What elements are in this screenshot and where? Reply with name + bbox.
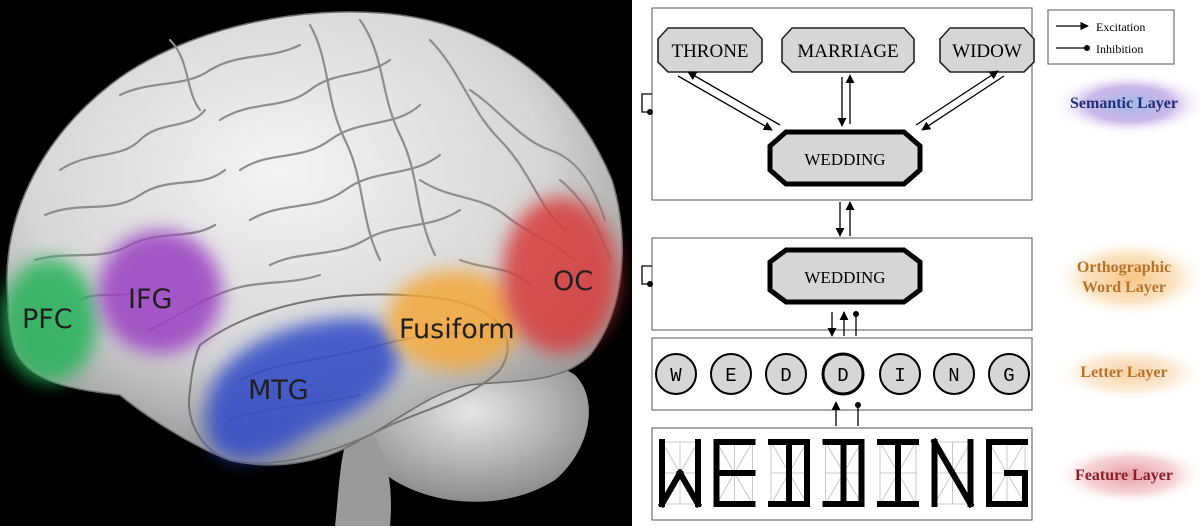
- letter-node-d1: D: [766, 354, 806, 394]
- svg-text:I: I: [894, 365, 905, 387]
- svg-text:E: E: [725, 365, 736, 387]
- region-label-pfc: PFC: [22, 304, 73, 335]
- iac-model-diagram: Excitation Inhibition THRONE MARRIAGE WI…: [632, 0, 1203, 526]
- region-label-fusiform: Fusiform: [399, 314, 515, 345]
- svg-text:WIDOW: WIDOW: [952, 41, 1022, 62]
- feature-glyph-d-3: [826, 442, 862, 504]
- orthographic-node-wedding: WEDDING: [770, 250, 920, 302]
- svg-text:N: N: [948, 365, 959, 387]
- svg-text:WEDDING: WEDDING: [804, 268, 885, 287]
- svg-text:THRONE: THRONE: [671, 41, 748, 62]
- feature-layer-label: Feature Layer: [1044, 466, 1203, 486]
- semantic-node-wedding: WEDDING: [770, 132, 920, 184]
- svg-text:D: D: [837, 365, 848, 387]
- feature-glyph-g-6: [989, 442, 1025, 504]
- letter-node-i: I: [880, 354, 920, 394]
- semantic-node-marriage: MARRIAGE: [782, 28, 914, 72]
- brain-illustration: PFC IFG MTG Fusiform OC: [0, 0, 632, 526]
- orthographic-layer-label: Orthographic Word Layer: [1044, 258, 1203, 298]
- svg-text:G: G: [1003, 365, 1014, 387]
- legend-inhibition-label: Inhibition: [1096, 42, 1143, 56]
- semantic-node-widow: WIDOW: [940, 28, 1034, 72]
- feature-glyphs: [662, 442, 1025, 504]
- letter-node-w: W: [656, 354, 696, 394]
- svg-text:W: W: [670, 365, 682, 387]
- letter-node-n: N: [934, 354, 974, 394]
- region-label-oc: OC: [553, 266, 593, 297]
- brain-svg: [0, 0, 632, 526]
- letter-node-e: E: [711, 354, 751, 394]
- region-label-mtg: MTG: [248, 375, 309, 406]
- feature-glyph-n-5: [935, 442, 971, 504]
- feature-glyph-i-4: [880, 442, 916, 504]
- legend-excitation-label: Excitation: [1096, 20, 1145, 34]
- letter-node-g: G: [989, 354, 1029, 394]
- semantic-node-throne: THRONE: [658, 28, 762, 72]
- letter-layer-label: Letter Layer: [1044, 363, 1203, 383]
- svg-text:WEDDING: WEDDING: [804, 150, 885, 169]
- svg-text:MARRIAGE: MARRIAGE: [797, 41, 898, 62]
- letter-node-d2: D: [823, 354, 863, 394]
- feature-glyph-d-2: [771, 442, 807, 504]
- region-label-ifg: IFG: [128, 284, 172, 315]
- feature-glyph-e-1: [717, 442, 753, 504]
- feature-glyph-w-0: [662, 442, 698, 504]
- semantic-layer-label: Semantic Layer: [1044, 94, 1203, 114]
- svg-text:D: D: [780, 365, 791, 387]
